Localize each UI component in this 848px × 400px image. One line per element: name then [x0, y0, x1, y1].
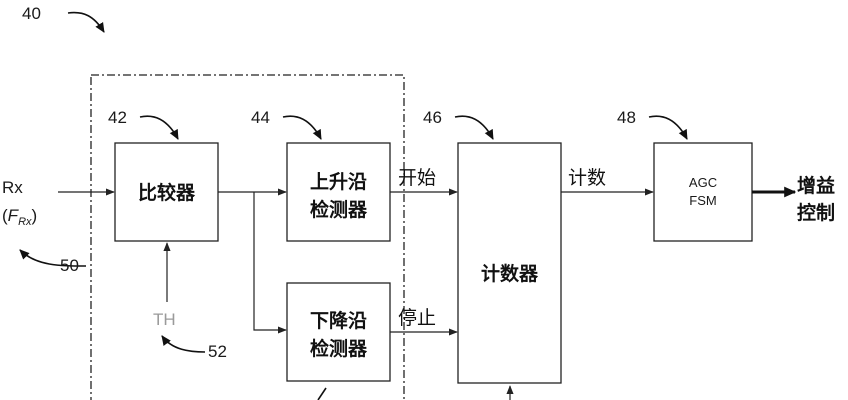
- rising-edge-label-line2: 检测器: [310, 198, 368, 221]
- counter-block: [457, 142, 562, 384]
- agc-fsm-ref-label: 48: [617, 108, 636, 127]
- falling-edge-ref-leader: [317, 387, 327, 400]
- agc-fsm-label-line1: AGC: [689, 175, 717, 190]
- comparator-ref-label: 42: [108, 108, 127, 127]
- counter-label: 计数器: [481, 262, 539, 285]
- stop-signal-label: 停止: [398, 307, 436, 329]
- counter-ref-label: 46: [423, 108, 442, 127]
- rising-edge-ref-label: 44: [251, 108, 270, 127]
- agc-fsm-block: [653, 142, 753, 242]
- input-ref-leader: [19, 249, 87, 267]
- agc-fsm-ref-leader: [648, 115, 688, 140]
- gain-control-label-line1: 增益: [797, 174, 835, 197]
- falling-edge-label-line2: 检测器: [310, 337, 368, 360]
- figure-ref-label: 40: [22, 4, 41, 23]
- comparator-to-falling-wire: [253, 192, 287, 334]
- freq-close-paren: ): [32, 206, 38, 225]
- freq-subscript: Rx: [18, 216, 32, 228]
- threshold-ref-label: 52: [208, 342, 227, 361]
- falling-edge-detector-block: [286, 282, 391, 382]
- edge-detection-enclosure: [90, 74, 405, 400]
- comparator-ref-leader: [139, 115, 179, 140]
- rising-edge-detector-block: [286, 142, 391, 242]
- falling-edge-label-line1: 下降沿: [310, 309, 367, 332]
- comparator-block: [114, 142, 219, 242]
- freq-symbol: F: [8, 206, 20, 225]
- threshold-ref-leader: [161, 335, 206, 353]
- comparator-label: 比较器: [138, 181, 196, 204]
- input-ref-label: 50: [60, 256, 79, 275]
- gain-control-label-line2: 控制: [797, 201, 835, 224]
- start-signal-label: 开始: [398, 167, 436, 189]
- threshold-label: TH: [153, 310, 176, 329]
- counter-ref-leader: [454, 115, 494, 140]
- input-signal-label: Rx: [2, 178, 23, 197]
- count-signal-label: 计数: [568, 167, 606, 189]
- figure-ref-leader: [67, 11, 105, 33]
- agc-fsm-label-line2: FSM: [689, 193, 716, 208]
- freq-open-paren: (: [2, 206, 8, 225]
- input-frequency-label: (FRx): [2, 206, 37, 228]
- rising-edge-ref-leader: [282, 115, 322, 140]
- rising-edge-label-line1: 上升沿: [310, 171, 367, 193]
